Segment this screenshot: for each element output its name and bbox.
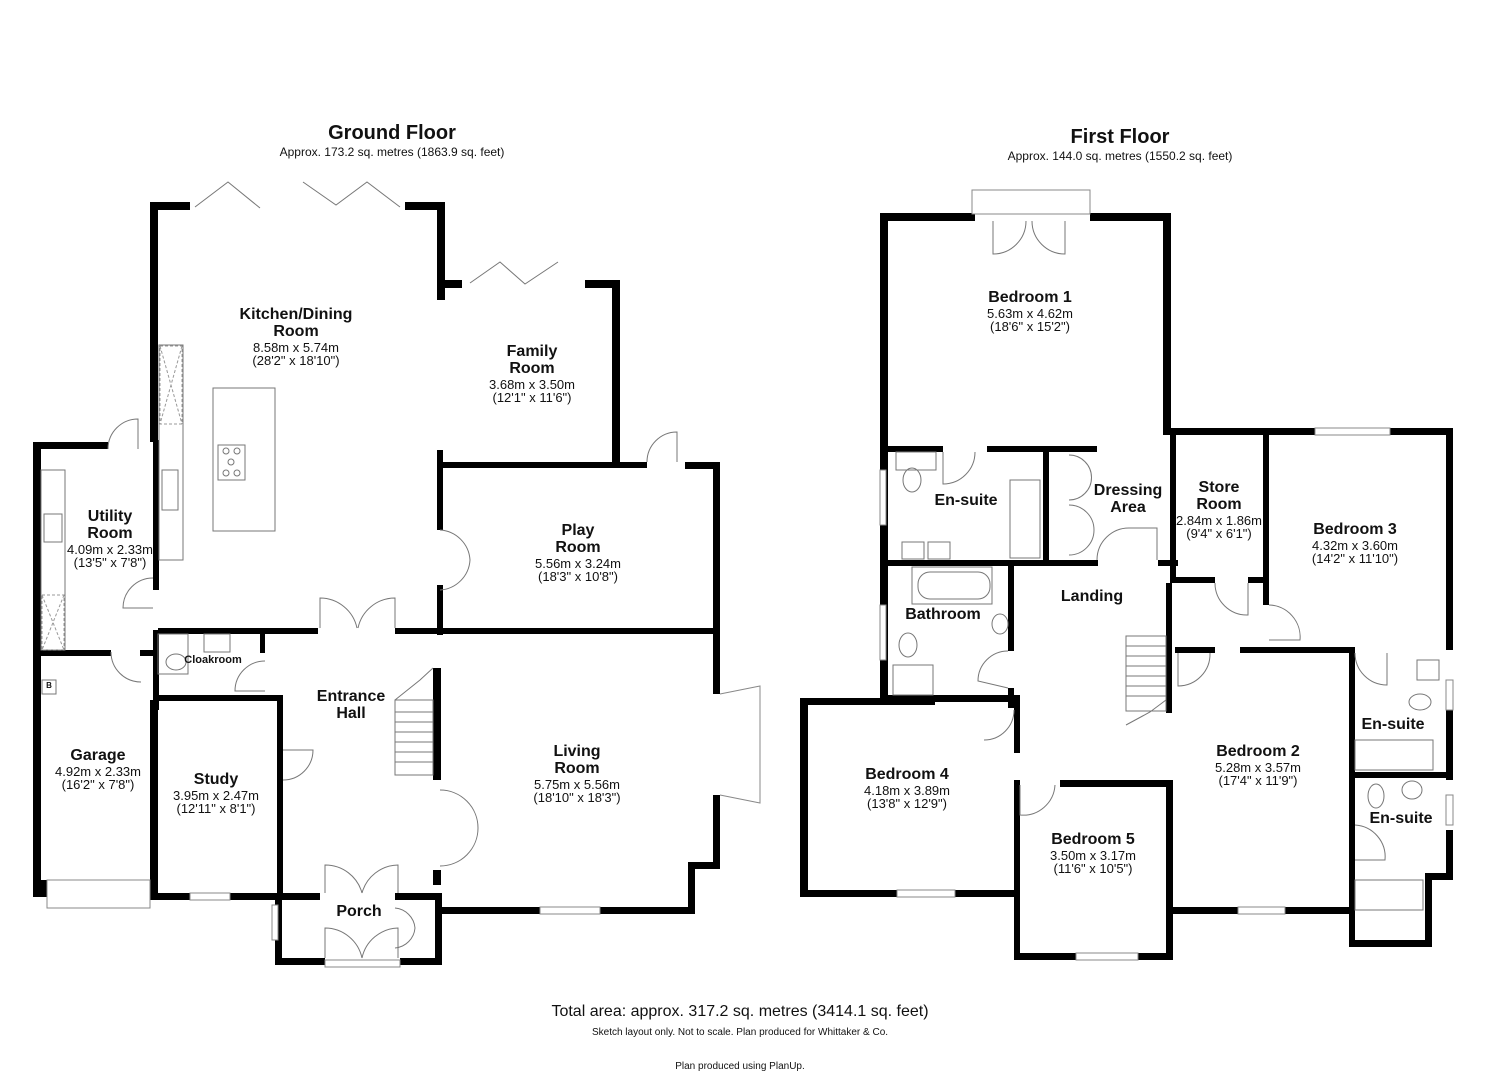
room-label-bedroom-4: Bedroom 4 4.18m x 3.89m (13'8" x 12'9") (864, 766, 950, 812)
room-label-en-suite-2: En-suite (1369, 810, 1433, 827)
room-label-utility: Utility Room 4.09m x 2.33m (13'5" x 7'8"… (67, 508, 153, 571)
room-label-family-room: Family Room 3.68m x 3.50m (12'1" x 11'6"… (489, 343, 575, 406)
room-label-bedroom-5: Bedroom 5 3.50m x 3.17m (11'6" x 10'5") (1050, 831, 1136, 877)
ground-floor-title: Ground Floor (328, 122, 456, 144)
room-label-entrance-hall: Entrance Hall (316, 688, 386, 722)
room-label-study: Study 3.95m x 2.47m (12'11" x 8'1") (173, 771, 259, 817)
room-label-kitchen: Kitchen/Dining Room 8.58m x 5.74m (28'2"… (239, 306, 353, 369)
ground-staircase-icon (394, 667, 434, 776)
first-floor-header: First Floor Approx. 144.0 sq. metres (15… (1008, 125, 1233, 163)
kitchen-fixtures-icon (40, 344, 276, 651)
room-label-bedroom-1: Bedroom 1 5.63m x 4.62m (18'6" x 15'2") (987, 289, 1073, 335)
plan-footer: Total area: approx. 317.2 sq. metres (34… (551, 1003, 929, 1072)
room-label-living-room: Living Room 5.75m x 5.56m (18'10" x 18'3… (533, 743, 621, 806)
first-floor-fixtures-icon (879, 189, 1454, 961)
room-label-cloakroom: Cloakroom (184, 654, 242, 666)
ground-doors-icon (107, 418, 678, 959)
bifold-doors-icon (194, 181, 559, 285)
disclaimer: Sketch layout only. Not to scale. Plan p… (591, 1027, 889, 1038)
room-label-en-suite-1: En-suite (934, 492, 998, 509)
room-label-bedroom-2: Bedroom 2 5.28m x 3.57m (17'4" x 11'9") (1215, 743, 1301, 789)
total-area: Total area: approx. 317.2 sq. metres (34… (551, 1003, 929, 1020)
first-floor-area: Approx. 144.0 sq. metres (1550.2 sq. fee… (1007, 149, 1233, 163)
ground-windows-icon (41, 633, 761, 968)
room-label-bathroom: Bathroom (905, 606, 981, 623)
room-label-landing: Landing (1060, 588, 1124, 605)
ground-floor-header: Ground Floor Approx. 173.2 sq. metres (1… (280, 121, 505, 159)
room-label-bedroom-3: Bedroom 3 4.32m x 3.60m (14'2" x 11'10") (1311, 521, 1399, 567)
room-label-en-suite-3: En-suite (1361, 716, 1425, 733)
first-floor-title: First Floor (1070, 126, 1170, 148)
first-floor-walls (800, 213, 1453, 960)
boiler-marker: B (46, 681, 52, 690)
room-label-porch: Porch (336, 903, 382, 920)
room-label-garage: Garage 4.92m x 2.33m (16'2" x 7'8") (55, 747, 141, 793)
room-label-store-room: Store Room 2.84m x 1.86m (9'4" x 6'1") (1176, 479, 1262, 542)
ground-floor-area: Approx. 173.2 sq. metres (1863.9 sq. fee… (279, 145, 505, 159)
plan-credit: Plan produced using PlanUp. (675, 1061, 805, 1072)
room-label-play-room: Play Room 5.56m x 3.24m (18'3" x 10'8") (535, 522, 621, 585)
room-label-dressing-area: Dressing Area (1093, 482, 1163, 516)
ground-floor-walls (33, 202, 720, 965)
